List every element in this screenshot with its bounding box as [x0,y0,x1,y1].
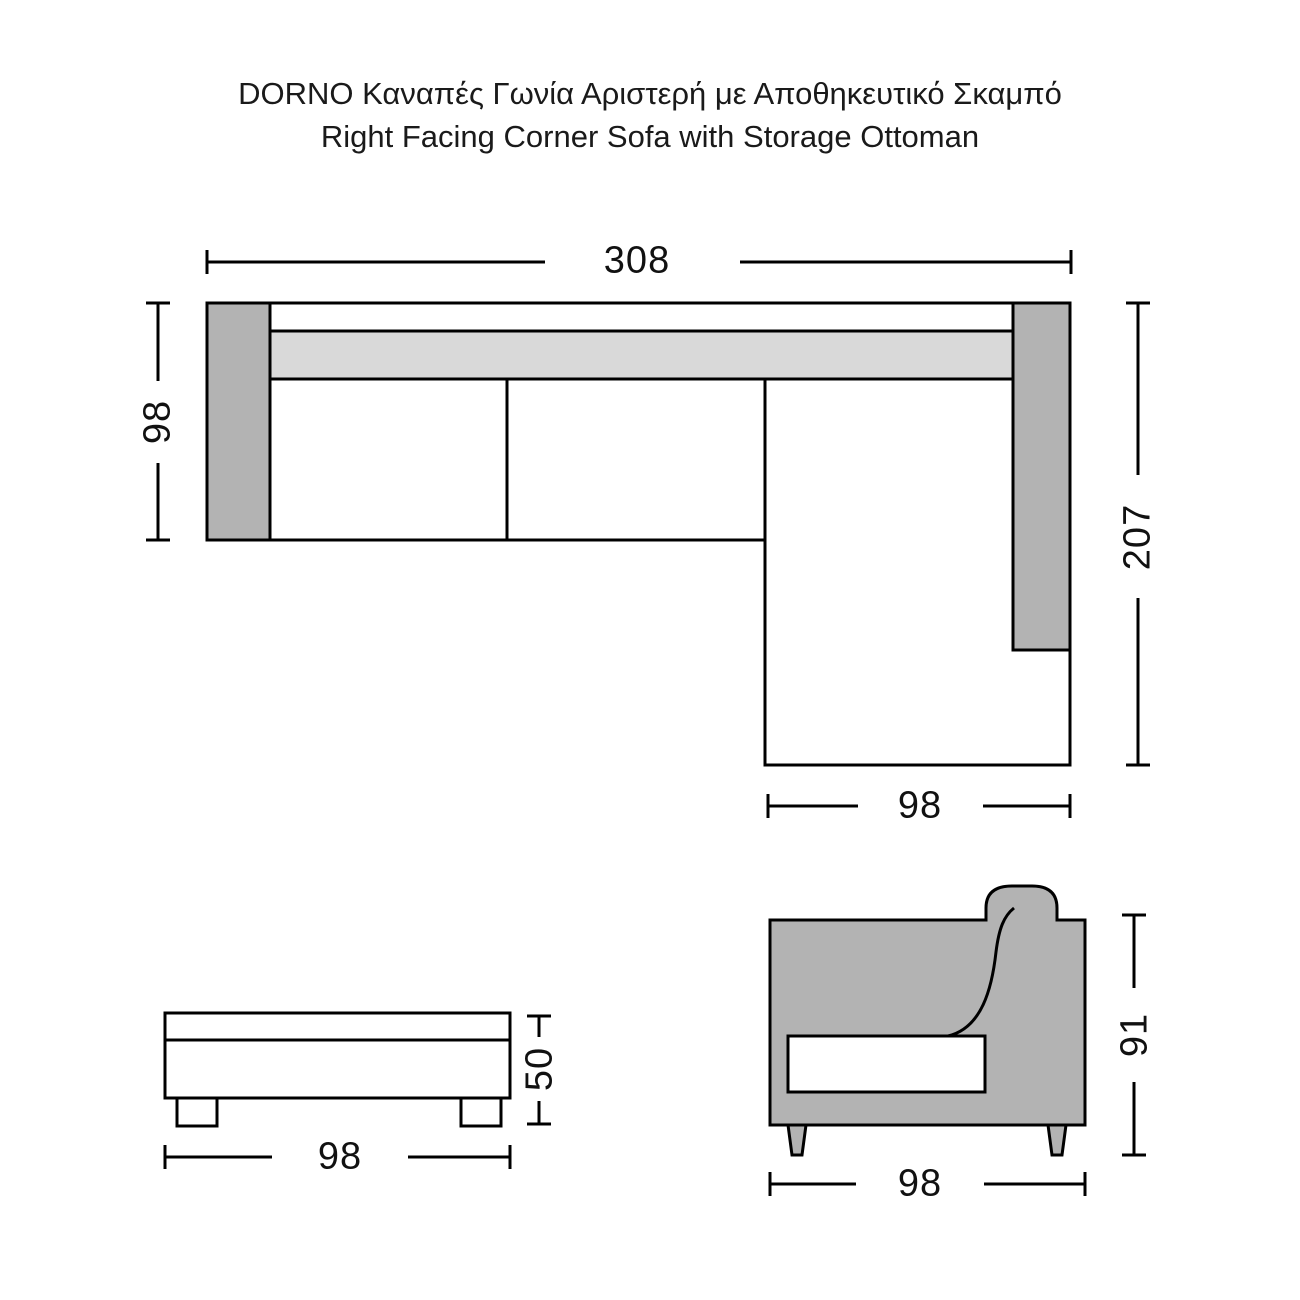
ottoman-left-foot [175,1096,219,1128]
sofa-right-leg [1046,1123,1068,1157]
ottoman-right-foot [459,1096,503,1128]
top-view-plan [205,301,1072,767]
dim-label-sofa-depth: 98 [897,1162,943,1205]
dim-label-ottoman-width: 98 [317,1135,363,1178]
dim-label-chaise-width: 98 [897,784,943,827]
page-title: DORNO Καναπές Γωνία Αριστερή με Αποθηκευ… [0,72,1300,158]
ottoman-side-view [163,1011,512,1128]
dim-label-ottoman-height: 50 [518,1046,561,1092]
back-cushion-curve [947,906,1015,1038]
right-armrest [1011,301,1072,652]
ottoman-body [163,1011,512,1100]
sofa-left-leg [786,1123,808,1157]
dim-label-overall-width: 308 [603,239,671,282]
dim-label-left-depth: 98 [136,399,179,445]
dim-line-overall-width [205,250,1073,274]
dim-line-ottoman-height [527,1014,551,1126]
dim-line-chaise-length [1126,301,1150,767]
sofa-side-view [768,884,1087,1157]
dim-line-ottoman-width [163,1145,512,1169]
dim-line-sofa-depth [768,1172,1087,1196]
sofa-side-seat [786,1034,987,1094]
left-armrest [205,301,272,542]
title-english: Right Facing Corner Sofa with Storage Ot… [320,119,980,154]
dim-line-left-depth [146,301,170,542]
dim-label-chaise-length: 207 [1116,503,1159,571]
title-greek: DORNO Καναπές Γωνία Αριστερή με Αποθηκευ… [238,76,1062,111]
dim-line-sofa-height [1122,913,1146,1157]
back-cushion-strip [268,329,1015,381]
dim-line-chaise-width [766,794,1072,818]
dim-label-sofa-height: 91 [1113,1012,1156,1058]
